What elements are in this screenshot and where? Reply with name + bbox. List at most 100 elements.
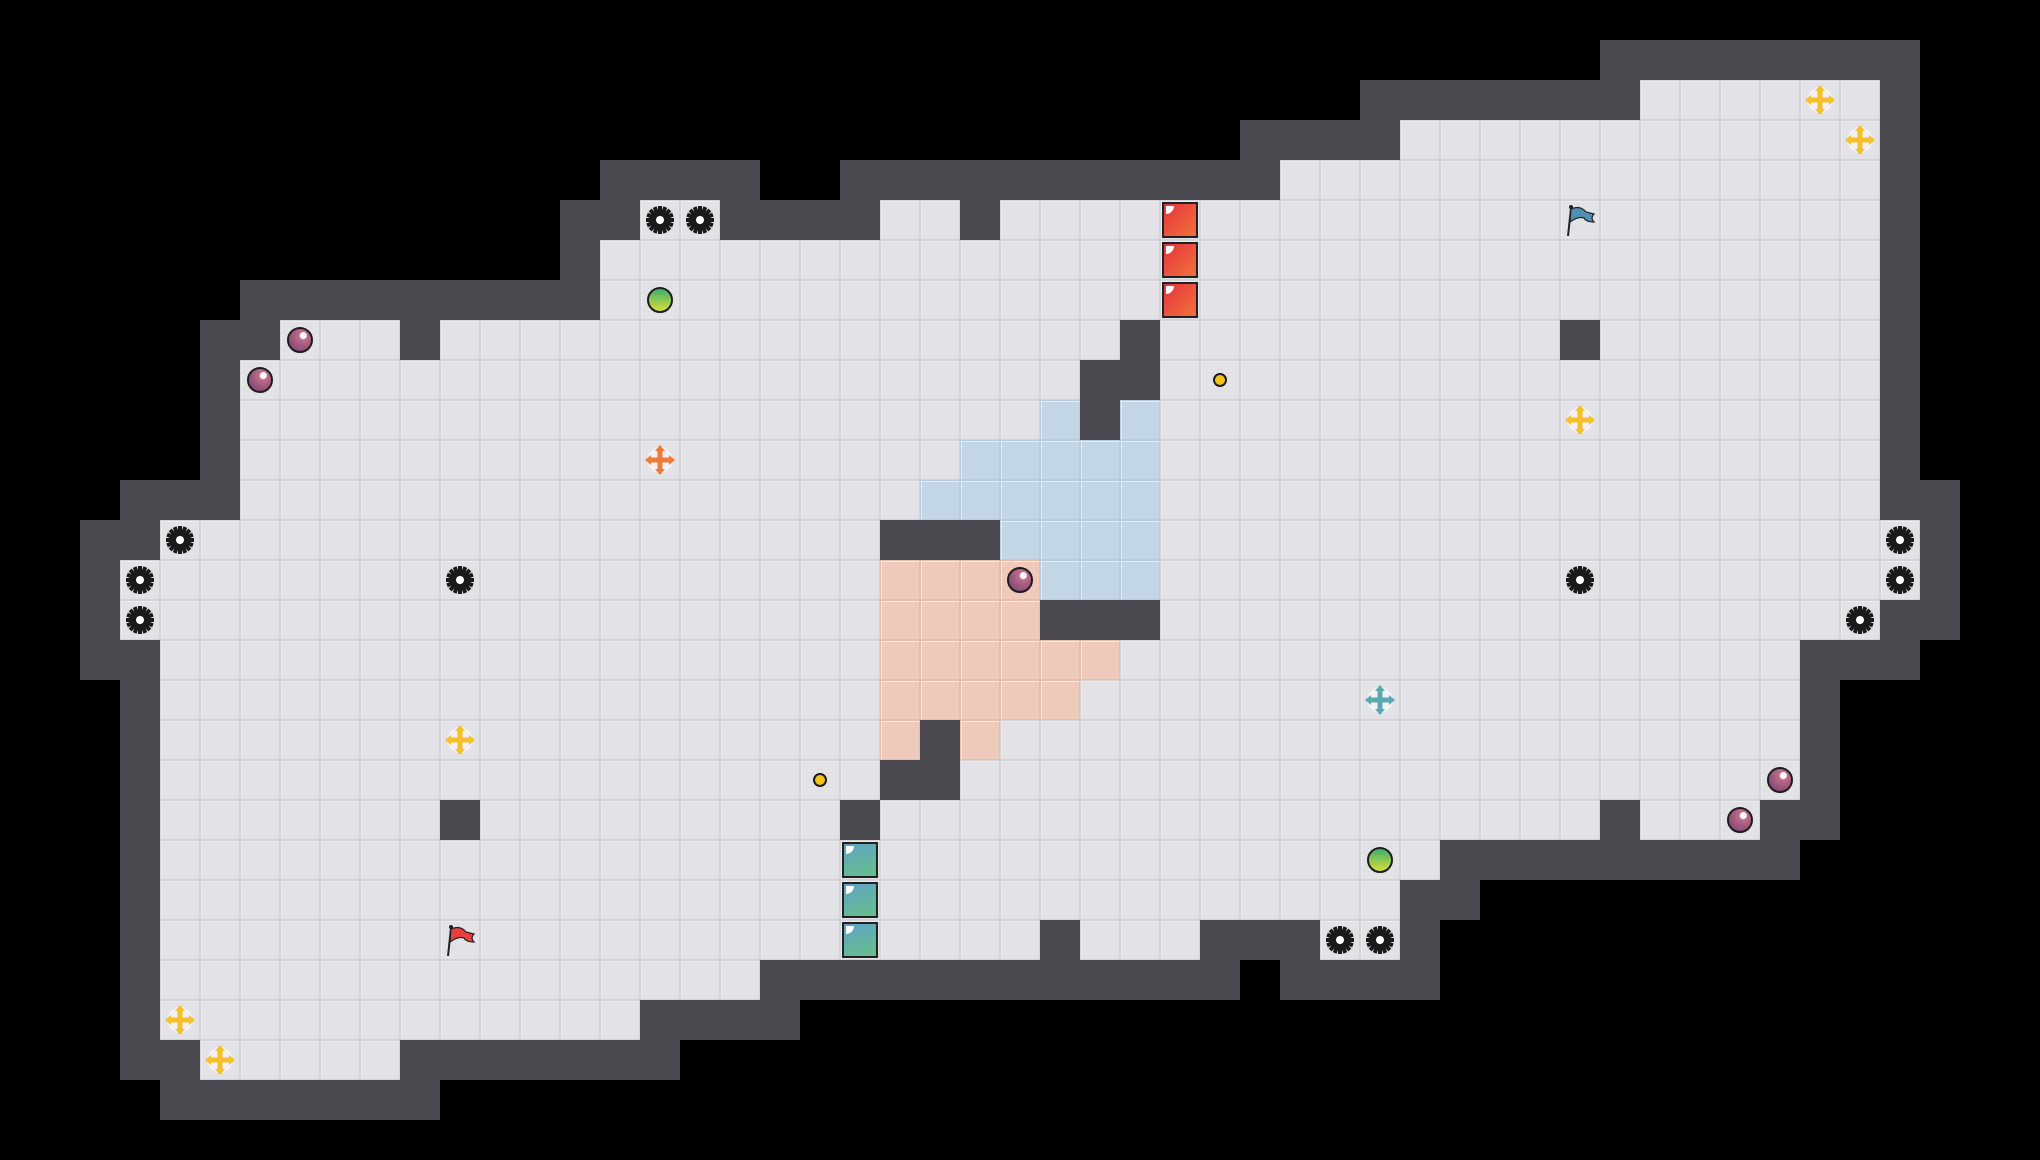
floor-tile — [1440, 720, 1480, 760]
floor-tile — [1520, 120, 1560, 160]
peach-zone-tile — [1080, 640, 1120, 680]
wall-tile — [560, 280, 600, 320]
floor-tile — [320, 1040, 360, 1080]
wall-tile — [1880, 440, 1920, 480]
wall-tile — [1480, 840, 1520, 880]
wall-tile — [120, 1000, 160, 1040]
floor-tile — [640, 520, 680, 560]
blue-zone-tile — [1120, 400, 1160, 440]
floor-tile — [1000, 400, 1040, 440]
floor-tile — [1280, 320, 1320, 360]
floor-tile — [320, 720, 360, 760]
floor-tile — [1160, 400, 1200, 440]
floor-tile — [240, 560, 280, 600]
floor-tile — [800, 760, 840, 800]
floor-tile — [1720, 320, 1760, 360]
wall-tile — [1120, 160, 1160, 200]
wall-tile — [240, 320, 280, 360]
peach-zone-tile — [1000, 600, 1040, 640]
blue-zone-tile — [1120, 480, 1160, 520]
floor-tile — [1560, 200, 1600, 240]
floor-tile — [160, 920, 200, 960]
floor-tile — [720, 400, 760, 440]
teal-block-icon — [840, 880, 880, 920]
peach-zone-tile — [880, 560, 920, 600]
floor-tile — [1600, 520, 1640, 560]
peach-zone-tile — [960, 720, 1000, 760]
floor-tile — [280, 1040, 320, 1080]
floor-tile — [1000, 880, 1040, 920]
floor-tile — [680, 600, 720, 640]
floor-tile — [880, 280, 920, 320]
floor-tile — [840, 400, 880, 440]
floor-tile — [240, 960, 280, 1000]
floor-tile — [280, 440, 320, 480]
wall-tile — [120, 520, 160, 560]
floor-tile — [1720, 440, 1760, 480]
floor-tile — [720, 680, 760, 720]
floor-tile — [840, 320, 880, 360]
floor-tile — [320, 320, 360, 360]
floor-tile — [600, 880, 640, 920]
wall-tile — [1000, 160, 1040, 200]
floor-tile — [360, 360, 400, 400]
floor-tile — [1280, 280, 1320, 320]
floor-tile — [1320, 840, 1360, 880]
wall-tile — [640, 160, 680, 200]
floor-tile — [520, 320, 560, 360]
gear-hazard-icon — [1320, 920, 1360, 960]
floor-tile — [480, 720, 520, 760]
floor-tile — [480, 800, 520, 840]
wall-tile — [1760, 800, 1800, 840]
floor-tile — [1120, 880, 1160, 920]
gear-hazard-icon — [1880, 520, 1920, 560]
floor-tile — [1160, 560, 1200, 600]
floor-tile — [760, 280, 800, 320]
floor-tile — [600, 760, 640, 800]
wall-tile — [960, 200, 1000, 240]
floor-tile — [1400, 440, 1440, 480]
coin-icon — [1200, 360, 1240, 400]
floor-tile — [1480, 680, 1520, 720]
floor-tile — [760, 360, 800, 400]
wall-tile — [280, 1080, 320, 1120]
wall-tile — [920, 720, 960, 760]
floor-tile — [520, 560, 560, 600]
peach-zone-tile — [1040, 640, 1080, 680]
floor-tile — [480, 1000, 520, 1040]
floor-tile — [1680, 360, 1720, 400]
floor-tile — [1080, 280, 1120, 320]
floor-tile — [240, 680, 280, 720]
floor-tile — [560, 400, 600, 440]
floor-tile — [1160, 600, 1200, 640]
floor-tile — [600, 680, 640, 720]
floor-tile — [680, 240, 720, 280]
floor-tile — [1440, 600, 1480, 640]
floor-tile — [1360, 640, 1400, 680]
wall-tile — [440, 280, 480, 320]
green-orb-icon — [640, 280, 680, 320]
floor-tile — [1440, 520, 1480, 560]
floor-tile — [1640, 120, 1680, 160]
floor-tile — [600, 360, 640, 400]
floor-tile — [1280, 640, 1320, 680]
floor-tile — [520, 720, 560, 760]
floor-tile — [960, 400, 1000, 440]
floor-tile — [1680, 680, 1720, 720]
floor-tile — [1280, 400, 1320, 440]
floor-tile — [1640, 600, 1680, 640]
wall-tile — [400, 280, 440, 320]
floor-tile — [560, 920, 600, 960]
floor-tile — [480, 520, 520, 560]
floor-tile — [960, 880, 1000, 920]
floor-tile — [1360, 480, 1400, 520]
floor-tile — [1760, 600, 1800, 640]
floor-tile — [280, 800, 320, 840]
floor-tile — [840, 240, 880, 280]
floor-tile — [560, 560, 600, 600]
floor-tile — [600, 560, 640, 600]
floor-tile — [1440, 680, 1480, 720]
floor-tile — [1680, 160, 1720, 200]
floor-tile — [920, 440, 960, 480]
